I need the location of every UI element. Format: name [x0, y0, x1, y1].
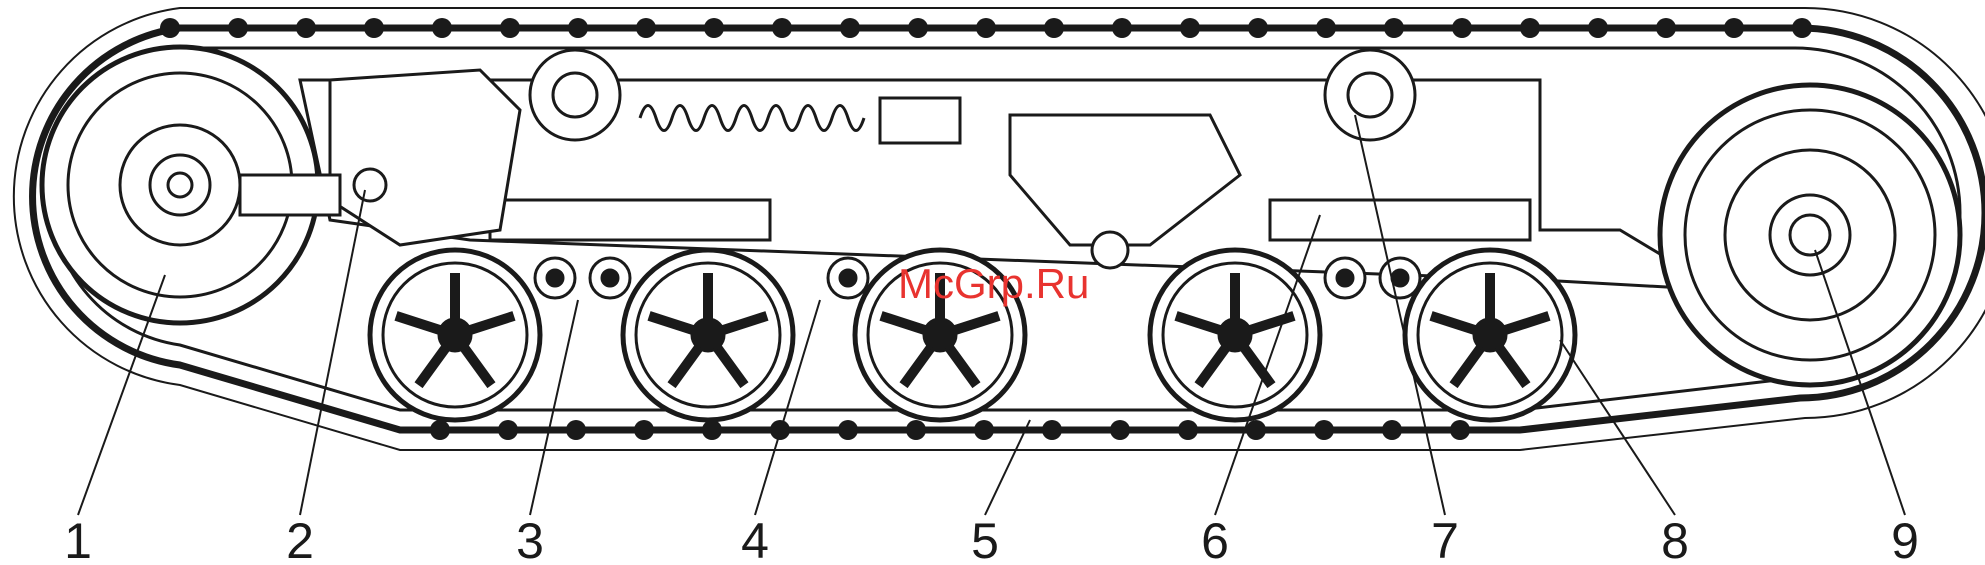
track-link [1384, 18, 1404, 38]
track-link [568, 18, 588, 38]
track-link [974, 420, 994, 440]
track-link [498, 420, 518, 440]
track-link [430, 420, 450, 440]
road-wheel [1405, 250, 1575, 420]
track-link [976, 18, 996, 38]
callout-2: 2 [286, 513, 314, 565]
track-link [636, 18, 656, 38]
track-link [838, 420, 858, 440]
track-link [704, 18, 724, 38]
track-link [1110, 420, 1130, 440]
callout-9: 9 [1891, 513, 1919, 565]
road-wheel [370, 250, 540, 420]
track-link [432, 18, 452, 38]
track-link [364, 18, 384, 38]
callout-6: 6 [1201, 513, 1229, 565]
callout-8: 8 [1661, 513, 1689, 565]
track-link [1724, 18, 1744, 38]
track-link [908, 18, 928, 38]
track-link [1044, 18, 1064, 38]
track-link [1450, 420, 1470, 440]
track-link [1792, 18, 1812, 38]
track-link [1042, 420, 1062, 440]
track-link [1382, 420, 1402, 440]
road-wheel [623, 250, 793, 420]
bogie-roller [1380, 258, 1420, 298]
bogie-roller [535, 258, 575, 298]
track-link [1314, 420, 1334, 440]
callout-numbers: 1 2 3 4 5 6 7 8 9 [64, 513, 1919, 565]
track-link [1178, 420, 1198, 440]
track-link [772, 18, 792, 38]
callout-3: 3 [516, 513, 544, 565]
track-link [1112, 18, 1132, 38]
leader-line [1560, 340, 1675, 515]
track-link [296, 18, 316, 38]
track-link [1316, 18, 1336, 38]
track-link [228, 18, 248, 38]
track-link [634, 420, 654, 440]
track-link [1588, 18, 1608, 38]
track-link [1656, 18, 1676, 38]
track-link [566, 420, 586, 440]
bogie-roller [828, 258, 868, 298]
bogie-roller [590, 258, 630, 298]
track-link [160, 18, 180, 38]
bogie-roller [1325, 258, 1365, 298]
track-link [500, 18, 520, 38]
track-link [1520, 18, 1540, 38]
support-roller-right [1325, 50, 1415, 140]
drive-sprocket [1660, 85, 1960, 385]
watermark: McGrp.Ru [898, 260, 1089, 307]
track-link [1452, 18, 1472, 38]
track-link [1248, 18, 1268, 38]
track-link [1246, 420, 1266, 440]
support-roller-left [530, 50, 620, 140]
callout-1: 1 [64, 513, 92, 565]
track-link [1180, 18, 1200, 38]
callout-5: 5 [971, 513, 999, 565]
track-link [906, 420, 926, 440]
road-wheel [1150, 250, 1320, 420]
callout-7: 7 [1431, 513, 1459, 565]
track-link [840, 18, 860, 38]
track-link [702, 420, 722, 440]
callout-4: 4 [741, 513, 769, 565]
